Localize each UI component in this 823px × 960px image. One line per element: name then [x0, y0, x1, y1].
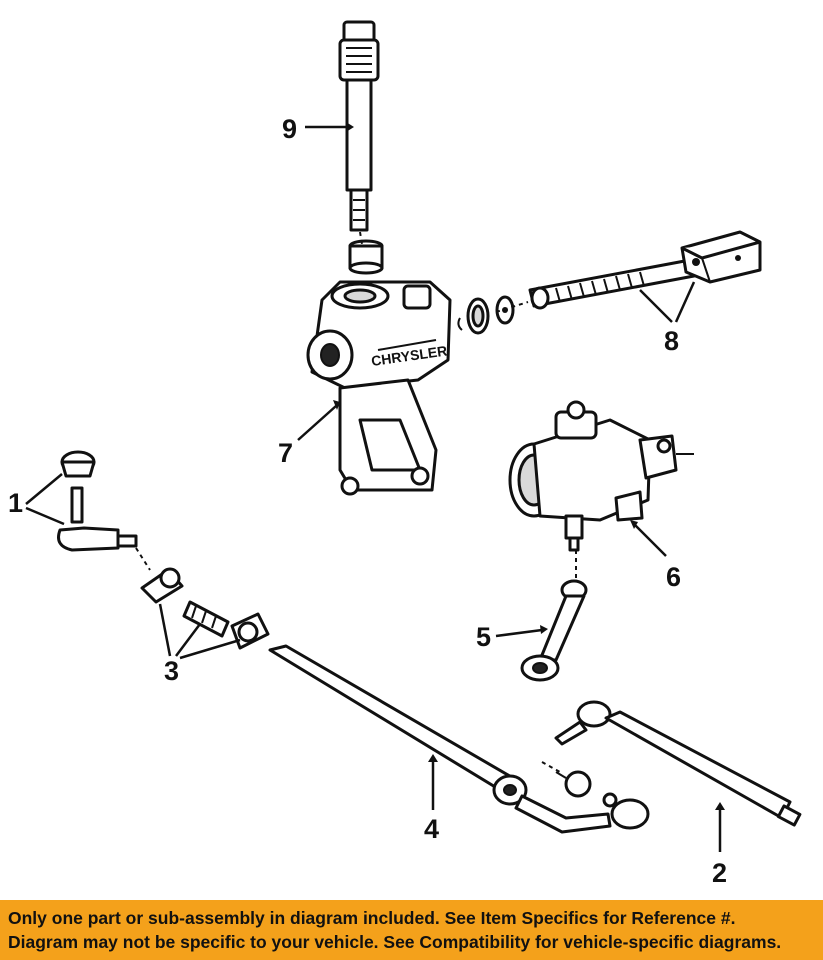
shaft-coupler: [348, 239, 384, 275]
svg-text:3: 3: [164, 656, 179, 686]
callout-9: 9: [282, 114, 354, 144]
callout-4: 4: [424, 754, 439, 844]
svg-text:5: 5: [476, 622, 491, 652]
part-1-tie-rod-end: [57, 450, 138, 552]
assembly-guide-lines: [135, 231, 577, 773]
callout-5: 5: [476, 622, 548, 652]
seal-washers: [457, 295, 515, 335]
svg-text:1: 1: [8, 488, 23, 518]
part-7-gear-housing: CHRYSLER: [306, 280, 452, 496]
callout-3: 3: [158, 603, 241, 686]
disclaimer-line-1: Only one part or sub-assembly in diagram…: [8, 908, 736, 928]
part-5-pitman-arm: [520, 579, 588, 682]
svg-text:9: 9: [282, 114, 297, 144]
part-3-adjuster-sleeve: [140, 567, 270, 650]
callout-7: 7: [278, 400, 340, 468]
svg-text:6: 6: [666, 562, 681, 592]
callout-8: 8: [639, 281, 696, 356]
svg-text:4: 4: [424, 814, 439, 844]
part-6-steering-gear: [508, 400, 694, 552]
part-9-steering-shaft: [338, 20, 380, 232]
svg-text:2: 2: [712, 858, 727, 888]
disclaimer-banner: Only one part or sub-assembly in diagram…: [0, 900, 823, 960]
steering-parts-diagram: 9 CHRYSLER 7: [8, 20, 802, 888]
part-4-center-link: [268, 644, 650, 834]
part-8-control-valve: [528, 230, 762, 310]
svg-text:7: 7: [278, 438, 293, 468]
svg-text:8: 8: [664, 326, 679, 356]
disclaimer-line-2: Diagram may not be specific to your vehi…: [8, 932, 782, 952]
callout-2: 2: [712, 802, 727, 888]
callout-6: 6: [630, 520, 681, 592]
callout-1: 1: [8, 473, 65, 526]
part-2-tie-rod: [554, 700, 802, 827]
